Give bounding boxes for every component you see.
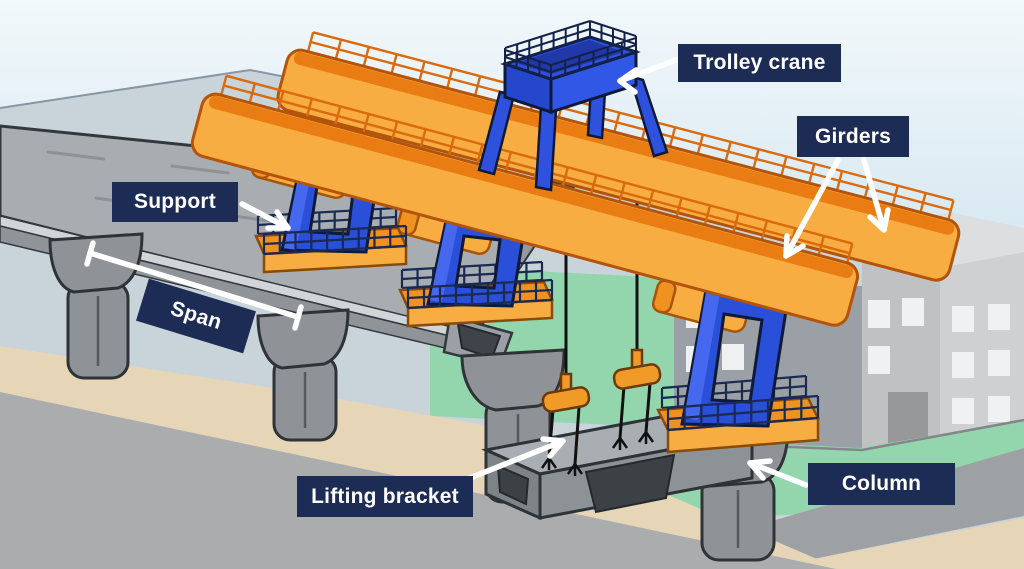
label-trolley-crane: Trolley crane <box>678 44 841 82</box>
span-measure-line <box>84 240 304 331</box>
column-1 <box>48 232 144 380</box>
trolley-railing <box>550 37 637 80</box>
lifting-bracket-shape <box>541 386 591 413</box>
girder-rear <box>276 31 961 282</box>
girder-top-shade <box>209 95 854 279</box>
arrow-column <box>747 458 809 488</box>
arrow-girders-front <box>783 157 841 259</box>
platform-railing-front <box>406 278 554 310</box>
arrow-trolley-crane <box>617 57 679 95</box>
arrow-lifting-bracket <box>467 436 566 481</box>
arrow-support <box>239 201 291 231</box>
label-girders: Girders <box>797 116 909 157</box>
column-2 <box>256 308 350 442</box>
label-support: Support <box>112 182 238 222</box>
sidewalk-right <box>764 518 1024 569</box>
callout-arrows <box>84 57 891 488</box>
segment-end-opening <box>496 464 530 506</box>
arrow-girders-rear <box>861 157 891 233</box>
a-frame-highlight <box>684 292 720 420</box>
girder-front <box>190 74 860 327</box>
a-frame-highlight <box>430 214 460 302</box>
trolley-top-inset <box>516 40 624 74</box>
building-door <box>888 392 928 444</box>
trolley-crane-figure <box>477 20 669 192</box>
platform-railing-front <box>666 394 820 432</box>
lifting-bracket-shape <box>612 363 662 390</box>
trolley-railing <box>504 20 591 65</box>
cable-hooks <box>540 431 655 476</box>
platform-railing-front <box>262 224 408 256</box>
segment-u-opening <box>584 453 676 514</box>
girder-top-shade <box>293 51 955 235</box>
label-column: Column <box>808 463 955 505</box>
support-frame-3 <box>656 288 820 454</box>
label-lifting-bracket: Lifting bracket <box>297 476 473 517</box>
